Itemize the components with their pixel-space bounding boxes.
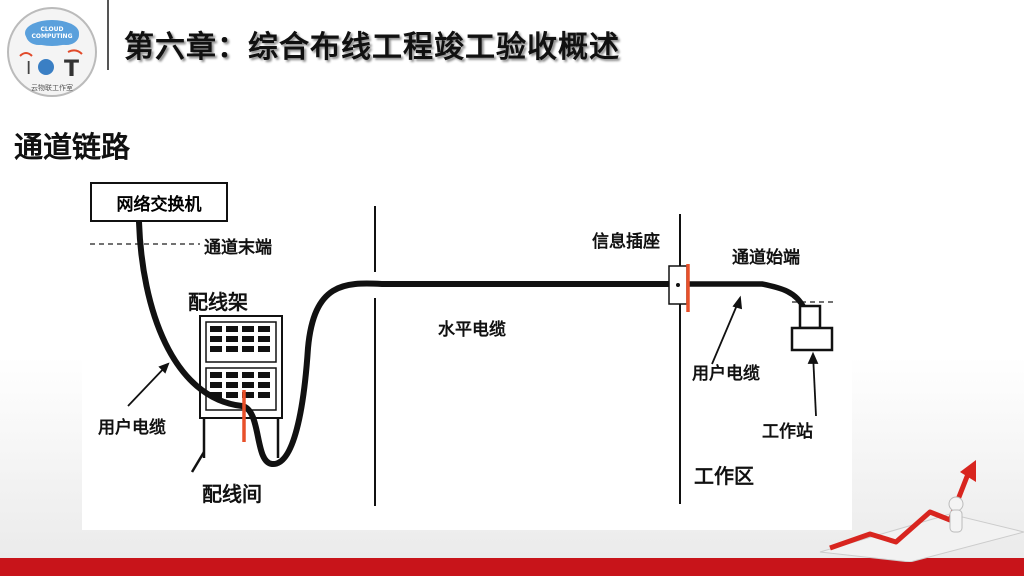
page-title: 第六章：综合布线工程竣工验收概述 [124,30,620,65]
label-patch-frame: 配线架 [188,290,248,314]
arrow-user-cable-right [711,297,741,365]
logo: CLOUD COMPUTING I T 云物联工作室 [6,6,98,98]
user-cable-right-line [684,281,807,311]
section-heading: 通道链路 [14,130,131,164]
growth-chart-decoration [819,460,1024,562]
channel-link-diagram: 网络交换机 通道末端 配线架 用户电缆 配线间 水平电缆 信息插座 通道始端 用… [82,168,852,530]
svg-text:I: I [26,58,31,79]
svg-text:T: T [64,57,79,82]
label-workstation: 工作站 [762,422,813,442]
label-horizontal-cable: 水平电缆 [438,320,506,340]
user-cable-left-line [136,219,673,467]
svg-text:COMPUTING: COMPUTING [31,33,72,40]
label-user-cable-left: 用户电缆 [98,418,166,438]
label-user-cable-right: 用户电缆 [692,364,760,384]
label-info-outlet: 信息插座 [592,232,660,252]
title-divider [107,0,109,70]
label-work-area: 工作区 [694,464,754,488]
arrow-workstation [812,353,817,417]
svg-text:CLOUD: CLOUD [41,26,64,33]
label-wiring-room: 配线间 [202,482,262,506]
logo-caption: 云物联工作室 [31,83,73,92]
workstation-icon [790,304,834,352]
label-channel-start: 通道始端 [732,248,800,268]
network-switch-box: 网络交换机 [90,182,228,222]
patch-rack [190,315,283,473]
footer-bar [0,558,1024,576]
label-channel-end: 通道末端 [204,238,272,258]
arrow-user-cable-left [127,363,169,407]
